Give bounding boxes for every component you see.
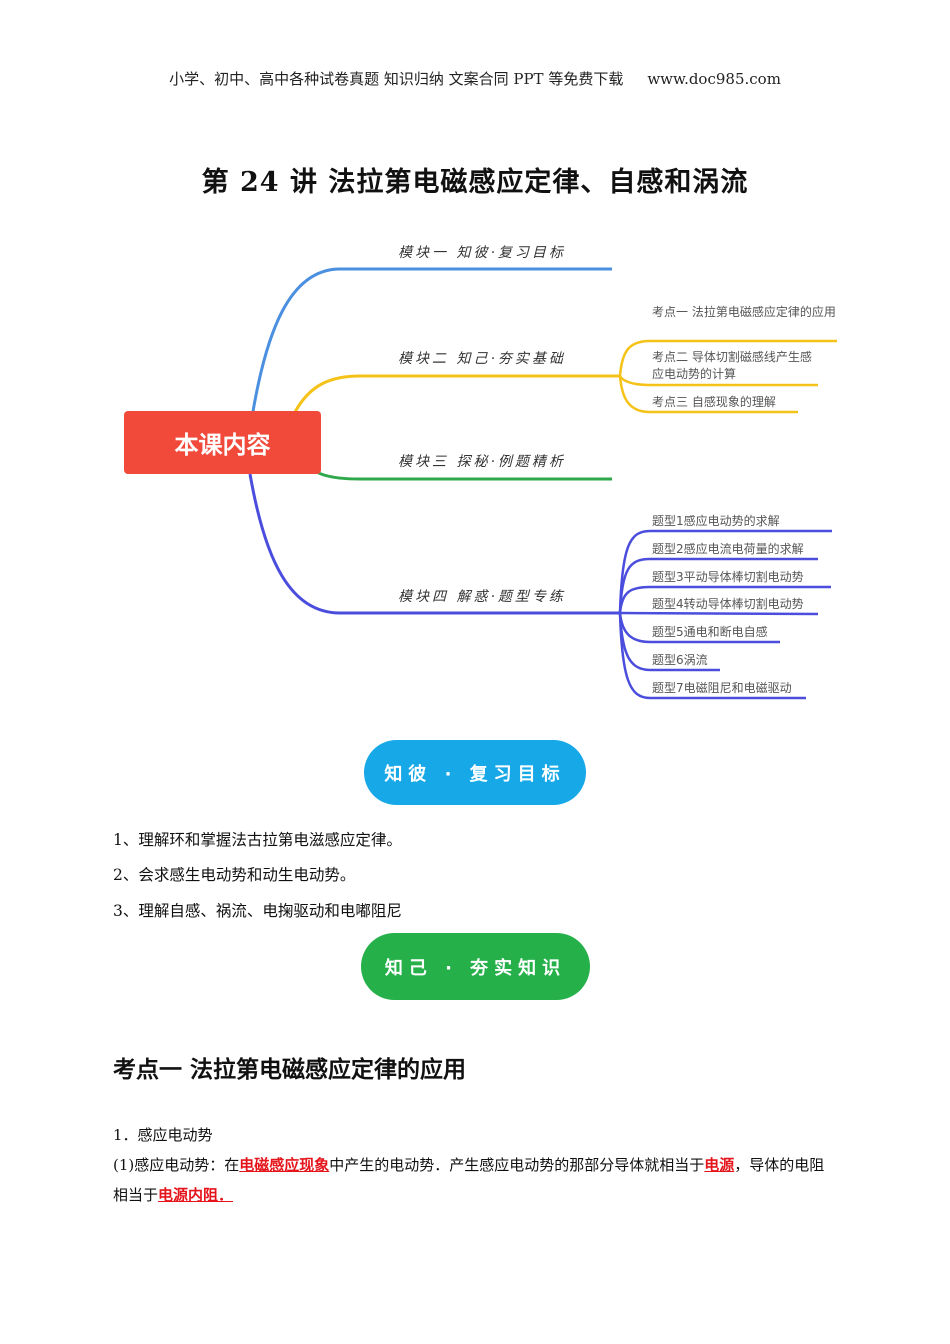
section-banner-review-goals: 知彼 · 复习目标 [364,740,586,805]
mindmap-root: 本课内容 [124,411,321,474]
leaf-label: 题型4转动导体棒切割电动势 [652,597,804,611]
branch-4-label: 模块四 解惑·题型专练 [398,589,566,605]
branch-2-label: 模块二 知己·夯实基础 [398,351,566,367]
page-title: 第 24 讲 法拉第电磁感应定律、自感和涡流 [201,167,749,198]
leaf-label: 题型3平动导体棒切割电动势 [652,570,804,584]
goal-item: 1、理解环和掌握法古拉第电滋感应定律。 [113,831,402,849]
leaf-label: 考点一 法拉第电磁感应定律的应用 [652,305,836,319]
leaf-label: 题型6涡流 [652,653,708,667]
section-banner-knowledge: 知己 · 夯实知识 [361,933,590,1000]
leaf-label: 考点三 自感现象的理解 [652,395,776,409]
key-term: 电源 [704,1156,735,1174]
branch-2-line [293,374,620,413]
branch-1-line [248,267,612,431]
goal-item: 3、理解自感、祸流、电掬驱动和电嘟阻尼 [113,902,402,920]
leaf-label: 题型1感应电动势的求解 [652,514,780,528]
leaf-line [618,375,798,414]
text: 中产生的电动势．产生感应电动势的那部分导体就相当于 [329,1156,705,1174]
leaf-line [618,339,837,377]
leaf-line [619,611,819,616]
section-heading: 考点一 法拉第电磁感应定律的应用 [113,1057,467,1083]
goal-item: 2、会求感生电动势和动生电动势。 [113,866,356,884]
leaf-label: 题型7电磁阻尼和电磁驱动 [652,681,792,695]
subheading: 1．感应电动势 [113,1126,213,1144]
header-url: www.doc985.com [647,70,781,88]
branch-4-line [248,473,620,615]
page-header: 小学、初中、高中各种试卷真题 知识归纳 文案合同 PPT 等免费下载 www.do… [0,68,950,89]
paragraph: (1)感应电动势：在电磁感应现象中产生的电动势．产生感应电动势的那部分导体就相当… [113,1150,838,1210]
branch-1-label: 模块一 知彼·复习目标 [398,245,566,261]
mindmap-connectors [248,267,837,700]
leaf-label: 题型2感应电流电荷量的求解 [652,542,804,556]
leaf-line [618,612,806,700]
header-text: 小学、初中、高中各种试卷真题 知识归纳 文案合同 PPT 等免费下载 [169,70,624,88]
leaf-line [618,557,818,614]
text: (1)感应电动势：在 [113,1156,240,1174]
key-term: 电磁感应现象 [239,1156,330,1174]
key-term: 电源内阻． [158,1186,234,1204]
text: ，导体的电阻相当于 [113,1156,825,1204]
leaf-label: 考点二 导体切割磁感线产生感应电动势的计算 [652,350,812,381]
branch-3-label: 模块三 探秘·例题精析 [398,454,566,470]
leaf-line [618,585,831,614]
leaf-label: 题型5通电和断电自感 [652,625,768,639]
